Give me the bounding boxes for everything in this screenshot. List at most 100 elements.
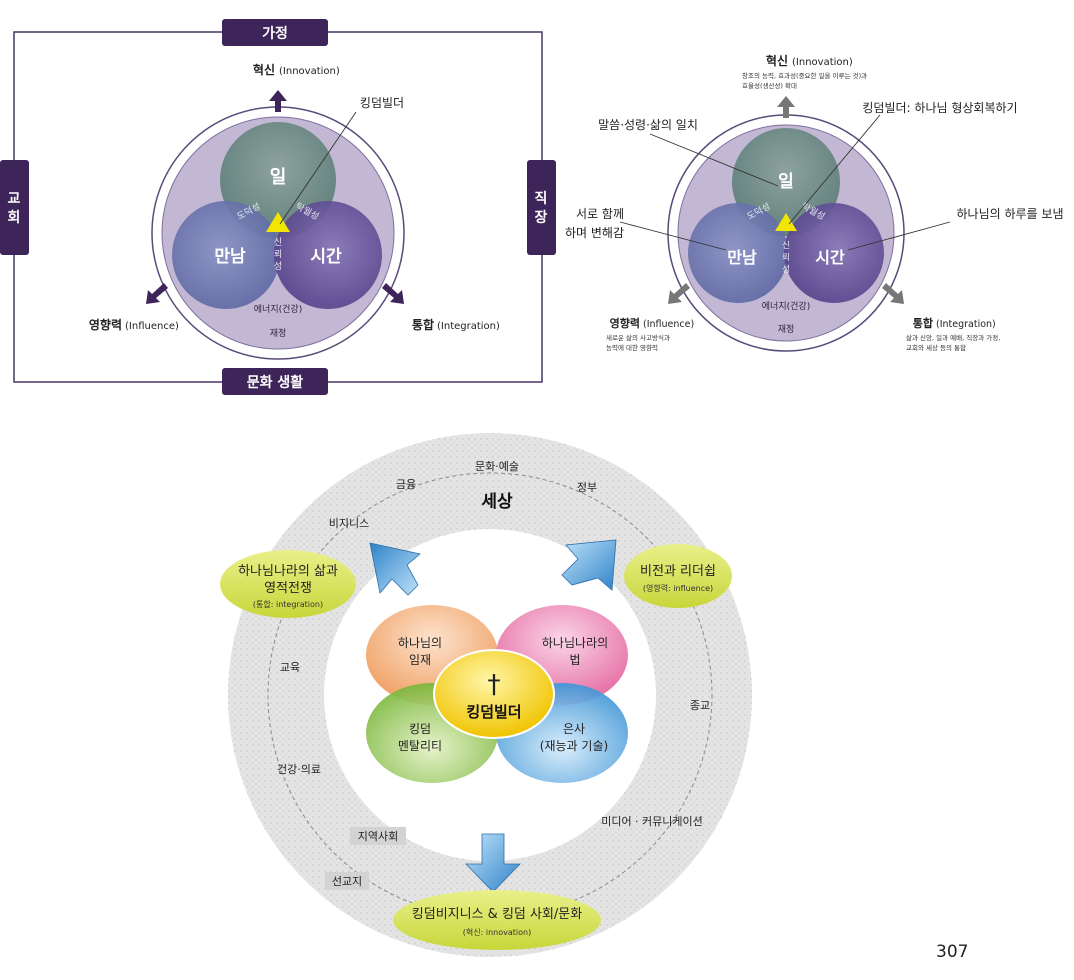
bubble-bottom-title: 킹덤비지니스 & 킹덤 사회/문화 [412, 907, 582, 922]
label-workplace-2: 장 [535, 209, 548, 226]
diagram-top-right: 일 만남 시간 도덕성 탁월성 신 뢰 성 에너지(건강) 재정 혁신 (Inn… [565, 53, 1064, 352]
text-work: 일 [270, 167, 287, 188]
domain-community-bg [350, 827, 406, 845]
text-work: 일 [778, 172, 794, 192]
circle-meeting [688, 203, 788, 303]
callout-day-line [847, 221, 951, 251]
center-triangle [775, 213, 797, 231]
callout-kingdom-line [788, 114, 881, 225]
text-meeting: 만남 [214, 247, 246, 267]
arrow-down-left [146, 283, 168, 304]
bubble-bottom [393, 890, 601, 950]
domain-media: 미디어 · 커뮤니케이션 [601, 815, 703, 828]
text-trust-1: 신 [782, 241, 790, 251]
text-trust-3: 성 [274, 261, 282, 272]
text-influence-en: (Influence) [125, 321, 179, 332]
label-box-right [527, 160, 556, 255]
label-church-2: 회 [8, 210, 21, 226]
circle-meeting [172, 201, 280, 309]
domain-government: 정부 [577, 481, 597, 494]
text-integration-en: (Integration) [936, 319, 996, 330]
text-influence-desc-1: 새로운 삶의 사고방식과 [606, 333, 670, 342]
text-gods-day: 하나님의 하루를 보냄 [957, 207, 1064, 221]
bubble-left-title-2: 영적전쟁 [264, 581, 312, 596]
domain-education: 교육 [280, 661, 300, 674]
arrow-up-right-blue [561, 539, 617, 591]
callout-together-line [619, 221, 727, 251]
text-innovation-en: (Innovation) [279, 66, 340, 77]
dashed-circle [267, 472, 713, 918]
text-energy: 에너지(건강) [254, 304, 302, 315]
arrow-down-left [668, 283, 690, 304]
label-culture-life: 문화 생활 [247, 374, 304, 391]
domain-culture: 문화·예술 [475, 460, 519, 473]
domain-religion: 종교 [690, 699, 710, 712]
text-together-2: 하며 변해감 [565, 226, 624, 240]
text-trust-2: 뢰 [782, 253, 790, 263]
text-together-1: 서로 함께 [576, 207, 624, 221]
center-triangle [266, 212, 290, 232]
text-integration-desc-1: 삶과 신앙, 일과 예배, 직장과 가정, [906, 333, 1000, 342]
text-meeting: 만남 [727, 248, 757, 267]
arrow-down-right [382, 283, 404, 304]
bubble-left-title-1: 하나님나라의 삶과 [238, 564, 338, 579]
text-trust-3: 성 [782, 265, 790, 275]
label-workplace-1: 직 [535, 190, 548, 207]
bubble-right [624, 544, 732, 608]
callout-word-line [649, 133, 779, 187]
domain-finance: 금융 [396, 478, 416, 491]
text-innovation-en: (Innovation) [792, 57, 853, 68]
text-kingdom-builder: 킹덤빌더: 하나님 형상회복하기 [862, 101, 1017, 115]
text-integration: 통합 [913, 316, 933, 330]
diagram-top-left: 가정 문화 생활 교 회 직 장 일 만남 시간 도덕성 탁월성 신 뢰 성 에… [0, 19, 556, 395]
text-innovation: 혁신 [766, 53, 788, 68]
text-finance: 재정 [270, 328, 287, 339]
petal-presence-1: 하나님의 [398, 636, 442, 650]
petal-grace-1: 은사 [563, 722, 585, 736]
bubble-right-title: 비전과 리더쉽 [640, 564, 716, 579]
center-label: 킹덤빌더 [466, 703, 521, 721]
domain-business: 비지니스 [329, 517, 369, 530]
petal-law-2: 법 [569, 653, 580, 667]
cross-icon: † [488, 670, 501, 700]
arrow-up-left-blue [369, 542, 421, 596]
text-influence: 영향력 [610, 316, 640, 330]
center-kingdom [433, 649, 555, 739]
page-number: 307 [936, 942, 969, 962]
bubble-left [220, 550, 356, 618]
arrow-up [269, 90, 287, 112]
petal-mentality-2: 멘탈리티 [398, 739, 442, 753]
label-family: 가정 [262, 25, 288, 42]
petal-grace-2: (재능과 기술) [540, 739, 608, 753]
text-time: 시간 [310, 247, 342, 267]
text-integration: 통합 [412, 317, 434, 332]
text-finance: 재정 [778, 324, 795, 335]
label-box-left [0, 160, 29, 255]
petal-presence-2: 임재 [409, 653, 431, 667]
text-trust-1: 신 [274, 237, 282, 248]
domain-community: 지역사회 [358, 830, 398, 843]
text-integration-en: (Integration) [437, 321, 500, 332]
petal-law-1: 하나님나라의 [542, 636, 608, 650]
arrow-down-right [882, 283, 904, 304]
domain-mission: 선교지 [332, 875, 362, 888]
text-time: 시간 [815, 248, 845, 267]
text-innovation-desc-2: 효율성(생산성) 확대 [742, 81, 797, 90]
text-influence-desc-2: 능력에 대한 영향력 [606, 343, 658, 352]
bubble-left-sub: (통합: integration) [253, 600, 323, 609]
domain-health: 건강·의료 [277, 763, 321, 776]
bubble-right-sub: (영향력: influence) [643, 583, 713, 593]
text-influence: 영향력 [89, 317, 122, 332]
text-influence-en: (Influence) [643, 319, 694, 330]
label-church-1: 교 [8, 191, 21, 207]
text-energy: 에너지(건강) [762, 301, 810, 312]
text-word-spirit: 말씀·성령·삶의 일치 [598, 118, 698, 132]
arrow-down-blue [465, 833, 521, 893]
circle-time [274, 201, 382, 309]
text-innovation: 혁신 [253, 62, 275, 77]
arrow-up [777, 96, 795, 118]
domain-mission-bg [325, 872, 369, 890]
text-innovation-desc-1: 창조의 능력, 효과성(중요한 일을 이루는 것)과 [742, 71, 867, 80]
callout-line [279, 111, 357, 225]
